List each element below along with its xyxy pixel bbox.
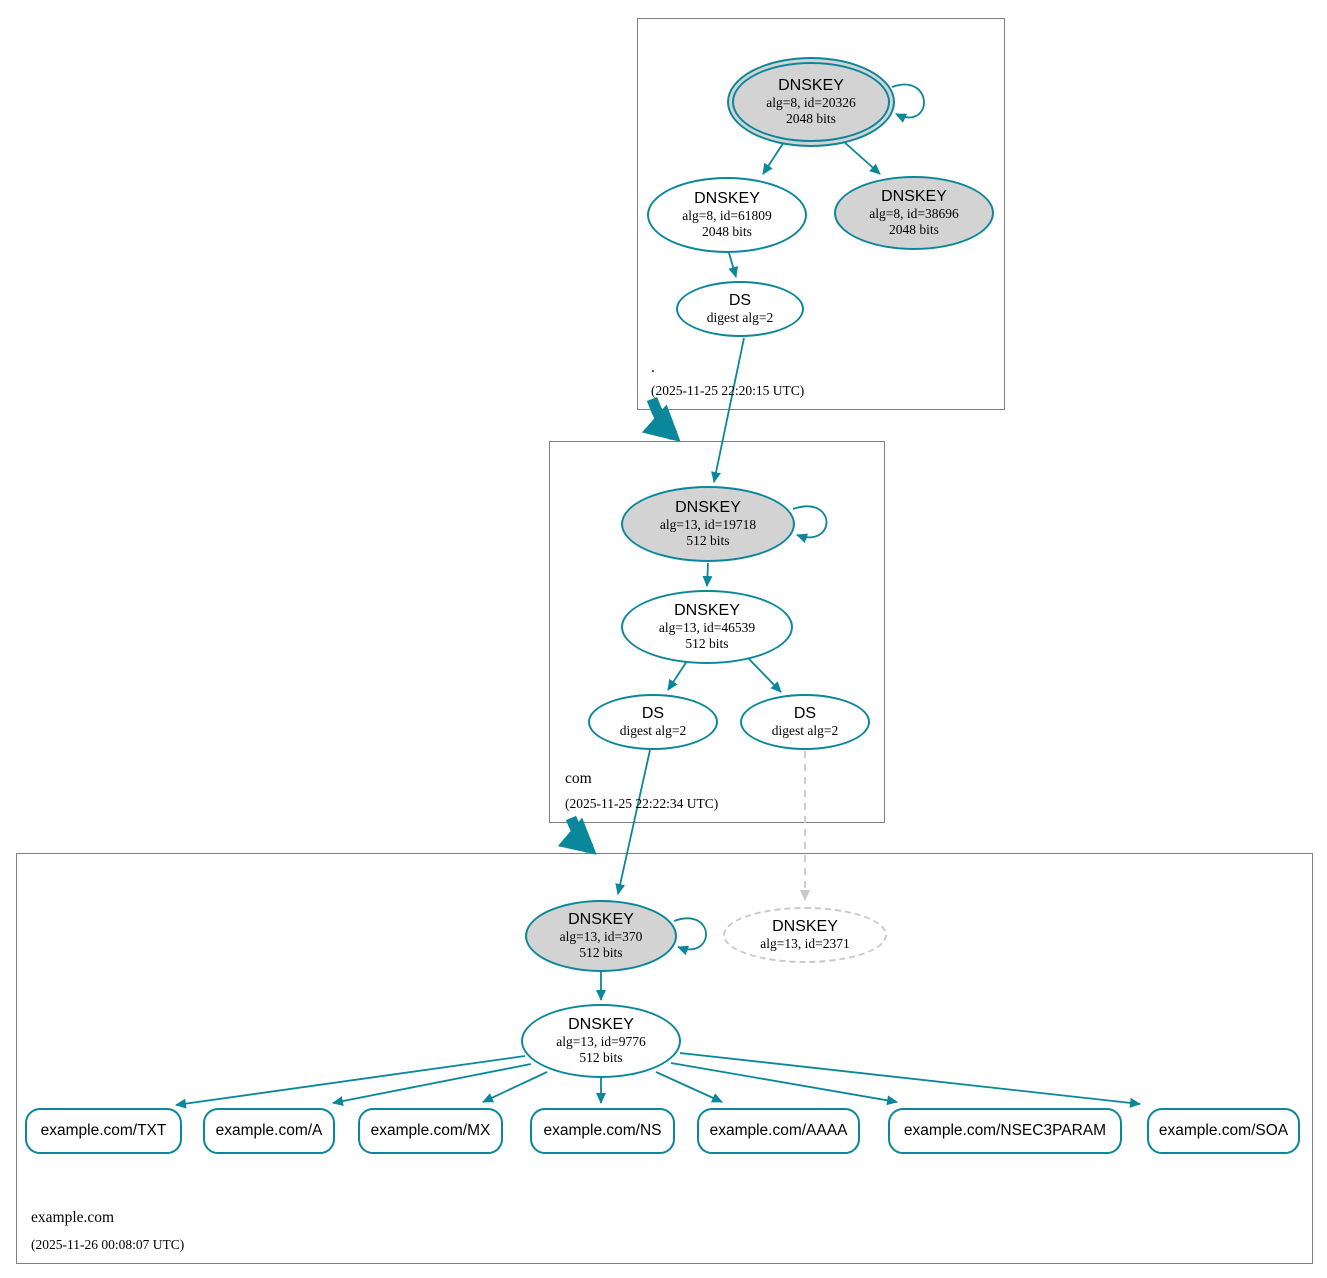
- zone-timestamp-com: (2025-11-25 22:22:34 UTC): [565, 796, 719, 811]
- edge-root-ksk-to-key2: [842, 140, 881, 175]
- zone-timestamp-example: (2025-11-26 00:08:07 UTC): [31, 1237, 185, 1252]
- zone-name-com: com: [565, 770, 592, 787]
- zone-arrow-root-to-com: [641, 397, 681, 442]
- zone-timestamp-root: (2025-11-25 22:20:15 UTC): [651, 383, 805, 398]
- node-bits: 512 bits: [579, 945, 623, 961]
- edge-root-ds-to-com-ksk: [711, 337, 745, 483]
- rrset-label: example.com/AAAA: [709, 1122, 848, 1139]
- edge-example-zsk-to-nsec3param: [670, 1062, 898, 1106]
- node-title: DNSKEY: [568, 1015, 634, 1033]
- node-com-zsk-dnskey: DNSKEY alg=13, id=46539 512 bits: [621, 590, 793, 664]
- rrset-soa: example.com/SOA: [1147, 1108, 1300, 1154]
- edge-example-zsk-to-aaaa: [655, 1071, 723, 1103]
- node-title: DS: [728, 291, 752, 309]
- node-alg-id: alg=13, id=19718: [659, 517, 757, 532]
- zone-arrow-com-to-example: [557, 815, 597, 855]
- zone-box-root: [637, 18, 1005, 410]
- node-example-ksk-dnskey: DNSKEY alg=13, id=370 512 bits: [525, 900, 677, 972]
- node-example-missing-dnskey: DNSKEY alg=13, id=2371: [723, 907, 887, 963]
- rrset-mx: example.com/MX: [358, 1108, 503, 1154]
- node-bits: 2048 bits: [702, 224, 752, 240]
- node-root-dnskey-38696: DNSKEY alg=8, id=38696 2048 bits: [834, 176, 994, 250]
- edge-com-ds1-to-example-ksk: [615, 749, 651, 895]
- edge-example-zsk-to-txt: [175, 1055, 526, 1109]
- node-title: DS: [641, 704, 665, 722]
- node-alg-id: alg=8, id=61809: [682, 208, 772, 223]
- node-bits: 512 bits: [686, 533, 730, 549]
- node-digest: digest alg=2: [619, 723, 687, 739]
- node-bits: 512 bits: [579, 1050, 623, 1066]
- node-title: DNSKEY: [674, 601, 740, 619]
- edge-root-ksk-selfloop: [891, 83, 925, 123]
- edge-example-zsk-to-a: [332, 1063, 532, 1106]
- node-root-zsk-dnskey: DNSKEY alg=8, id=61809 2048 bits: [647, 177, 807, 253]
- rrset-aaaa: example.com/AAAA: [697, 1108, 860, 1154]
- node-bits: 512 bits: [685, 636, 729, 652]
- edge-example-zsk-to-soa: [679, 1052, 1141, 1108]
- node-alg-id: alg=8, id=38696: [869, 206, 959, 221]
- rrset-label: example.com/NSEC3PARAM: [903, 1122, 1107, 1139]
- rrset-label: example.com/SOA: [1158, 1122, 1289, 1139]
- node-title: DNSKEY: [568, 910, 634, 928]
- zone-name-root: .: [651, 359, 655, 376]
- rrset-a: example.com/A: [203, 1108, 335, 1154]
- zone-box-example: [16, 853, 1313, 1264]
- edge-com-ksk-selfloop: [792, 505, 828, 544]
- node-digest: digest alg=2: [771, 723, 839, 739]
- node-com-ds-1: DS digest alg=2: [588, 694, 718, 750]
- node-root-ksk-dnskey: DNSKEY alg=8, id=20326 2048 bits: [727, 57, 895, 147]
- node-title: DNSKEY: [778, 76, 844, 94]
- rrset-label: example.com/A: [215, 1122, 323, 1139]
- edge-com-ksk-to-zsk: [702, 562, 713, 587]
- zone-box-com: [549, 441, 885, 823]
- node-title: DNSKEY: [881, 187, 947, 205]
- rrset-label: example.com/TXT: [40, 1122, 167, 1139]
- edge-root-ksk-to-zsk: [762, 141, 785, 175]
- rrset-nsec3param: example.com/NSEC3PARAM: [888, 1108, 1122, 1154]
- node-title: DNSKEY: [772, 917, 838, 935]
- node-bits: 2048 bits: [889, 222, 939, 238]
- node-alg-id: alg=8, id=20326: [766, 95, 856, 110]
- node-bits: 2048 bits: [786, 111, 836, 127]
- node-title: DNSKEY: [675, 498, 741, 516]
- rrset-txt: example.com/TXT: [25, 1108, 182, 1154]
- node-digest: digest alg=2: [706, 310, 774, 326]
- edge-com-zsk-to-ds1: [667, 660, 688, 691]
- edge-example-zsk-to-mx: [482, 1071, 548, 1103]
- edge-root-zsk-to-ds: [728, 252, 738, 278]
- node-alg-id: alg=13, id=9776: [556, 1034, 646, 1049]
- node-alg-id: alg=13, id=370: [559, 929, 643, 944]
- node-title: DS: [793, 704, 817, 722]
- rrset-label: example.com/MX: [370, 1122, 491, 1139]
- node-title: DNSKEY: [694, 189, 760, 207]
- rrset-label: example.com/NS: [543, 1122, 662, 1139]
- node-example-zsk-dnskey: DNSKEY alg=13, id=9776 512 bits: [521, 1004, 681, 1078]
- node-com-ds-2: DS digest alg=2: [740, 694, 870, 750]
- node-alg-id: alg=13, id=46539: [658, 620, 756, 635]
- edge-com-zsk-to-ds2: [748, 658, 782, 693]
- edge-example-ksk-selfloop: [673, 917, 707, 956]
- node-com-ksk-dnskey: DNSKEY alg=13, id=19718 512 bits: [621, 486, 795, 562]
- zone-name-example: example.com: [31, 1209, 115, 1226]
- rrset-ns: example.com/NS: [530, 1108, 675, 1154]
- node-root-ds: DS digest alg=2: [676, 281, 804, 337]
- node-alg-id: alg=13, id=2371: [760, 936, 850, 952]
